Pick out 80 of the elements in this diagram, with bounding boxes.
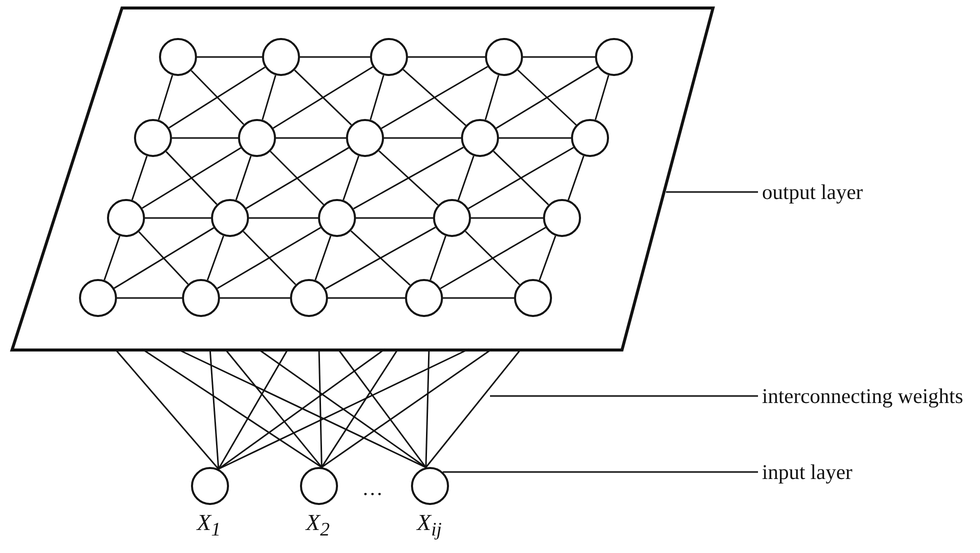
- connection-line: [168, 66, 266, 128]
- connection-line: [166, 151, 218, 205]
- layer-label: output layer: [762, 178, 863, 206]
- ellipsis-text: …: [362, 475, 383, 502]
- connection-line: [272, 66, 374, 129]
- connection-line: [468, 146, 574, 210]
- connection-line: [568, 156, 584, 200]
- connection-line: [117, 297, 182, 299]
- connection-line: [300, 56, 370, 58]
- weight-line: [321, 348, 492, 468]
- connection-line: [484, 74, 500, 120]
- connection-line: [594, 74, 610, 120]
- weight-line: [425, 348, 522, 468]
- layer-label: interconnecting weights: [762, 382, 964, 410]
- weight-line: [425, 348, 430, 468]
- connection-line: [138, 231, 189, 285]
- connection-line: [440, 226, 546, 290]
- weight-line: [209, 348, 220, 470]
- connection-line: [270, 150, 324, 206]
- connection-line: [464, 230, 520, 286]
- connection-line: [493, 150, 549, 206]
- weight-line: [224, 348, 322, 468]
- connection-line: [328, 297, 405, 299]
- connection-line: [235, 156, 252, 200]
- weight-line: [218, 348, 470, 470]
- connection-line: [325, 226, 436, 290]
- connection-line: [142, 147, 242, 209]
- leader-line: [442, 471, 758, 473]
- leader-line: [490, 395, 758, 397]
- connection-line: [458, 156, 474, 200]
- layer-label: input layer: [762, 458, 852, 486]
- connection-line: [517, 69, 577, 126]
- connection-line: [145, 217, 211, 219]
- connection-line: [381, 66, 488, 130]
- connection-line: [206, 236, 224, 280]
- connection-line: [471, 217, 543, 219]
- connection-line: [217, 226, 321, 290]
- connection-line: [197, 56, 262, 58]
- variable-label: X$_{1}$: [197, 509, 221, 543]
- connection-line: [314, 236, 332, 280]
- weight-line: [318, 348, 322, 468]
- leader-line: [666, 191, 758, 193]
- weight-line: [258, 348, 426, 468]
- connection-line: [353, 146, 464, 210]
- connection-line: [443, 297, 514, 299]
- connection-line: [378, 150, 438, 206]
- weight-line: [114, 348, 220, 470]
- connection-line: [408, 56, 485, 58]
- connection-line: [499, 137, 571, 139]
- variable-label: X$_{ij}$: [417, 509, 442, 543]
- connection-line: [370, 74, 384, 120]
- connection-line: [190, 70, 244, 125]
- connection-line: [342, 156, 360, 200]
- connection-line: [242, 230, 296, 286]
- connection-line: [262, 74, 276, 120]
- connection-line: [356, 217, 433, 219]
- connection-line: [172, 137, 238, 139]
- weight-line: [337, 348, 426, 468]
- connection-line: [538, 236, 556, 280]
- weight-line: [176, 348, 426, 468]
- weight-line: [218, 348, 386, 470]
- connection-line: [402, 69, 466, 126]
- connection-line: [131, 156, 148, 200]
- connection-line: [294, 70, 352, 126]
- connection-line: [276, 137, 346, 139]
- connection-line: [430, 236, 446, 280]
- weight-line: [321, 348, 399, 468]
- connection-line: [496, 66, 598, 129]
- weight-line: [142, 348, 322, 468]
- connection-line: [246, 147, 350, 209]
- connection-line: [350, 230, 410, 286]
- connection-line: [249, 217, 318, 219]
- weight-line: [218, 348, 289, 470]
- connection-line: [104, 236, 120, 280]
- connection-line: [158, 74, 174, 120]
- connection-line: [523, 56, 595, 58]
- connection-line: [114, 227, 214, 289]
- variable-label: X$_{2}$: [306, 509, 330, 543]
- connection-line: [384, 137, 461, 139]
- connection-line: [220, 297, 290, 299]
